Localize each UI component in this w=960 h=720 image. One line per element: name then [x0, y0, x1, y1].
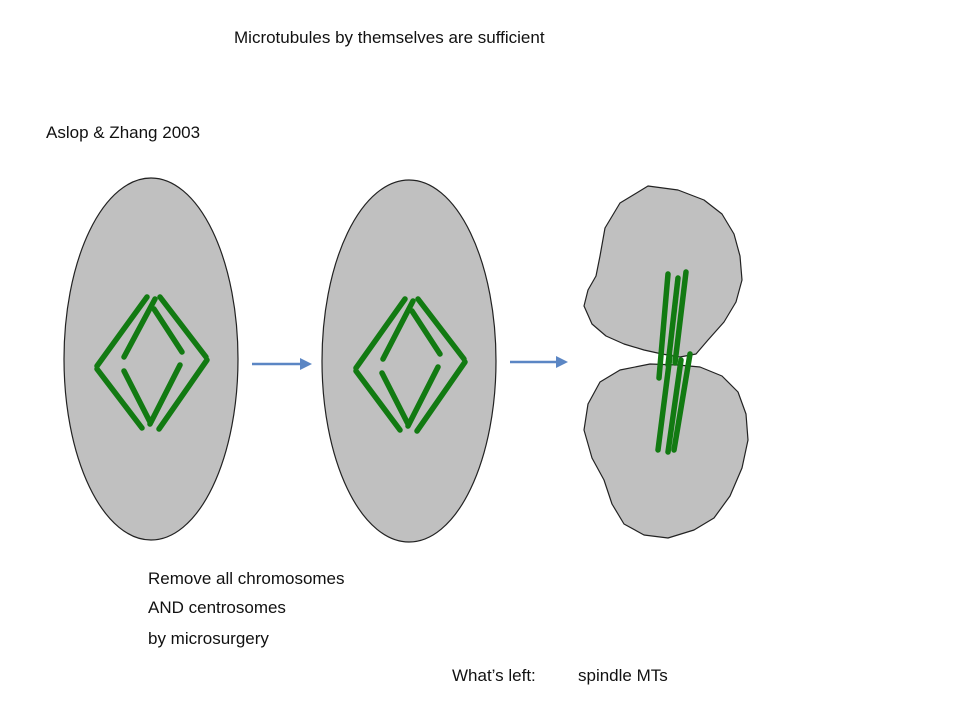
- microtubule: [121, 296, 158, 360]
- microtubule: [379, 370, 411, 427]
- citation: Aslop & Zhang 2003: [46, 123, 201, 142]
- microtubule: [151, 306, 185, 355]
- result-label: What’s left:: [452, 666, 536, 685]
- cell-divided: [583, 185, 749, 539]
- cell-intact: [63, 177, 239, 541]
- result-value: spindle MTs: [578, 666, 668, 685]
- microtubule: [665, 357, 684, 455]
- arrow-2: [510, 356, 568, 368]
- microtubule: [405, 364, 441, 429]
- caption-line-3: by microsurgery: [148, 629, 269, 648]
- microtubule: [671, 351, 693, 453]
- microtubule: [121, 368, 153, 425]
- microtubule: [94, 366, 145, 431]
- slide-title: Microtubules by themselves are sufficien…: [234, 28, 545, 47]
- spindle-1: [94, 294, 210, 432]
- microtubule: [94, 294, 150, 369]
- arrow-1: [252, 358, 312, 370]
- microtubule: [665, 275, 681, 368]
- microtubule: [655, 353, 673, 453]
- microtubule: [353, 296, 408, 371]
- spindle-2: [353, 296, 468, 434]
- microtubule: [147, 362, 183, 427]
- microtubule: [415, 296, 467, 362]
- microtubule: [672, 269, 689, 366]
- microtubule: [156, 357, 210, 432]
- caption-line-1: Remove all chromosomes: [148, 569, 345, 588]
- microtubule: [414, 359, 468, 434]
- microtubule: [353, 368, 403, 433]
- microtubule: [157, 294, 209, 360]
- microtubule: [409, 308, 443, 357]
- caption-line-2: AND centrosomes: [148, 598, 286, 617]
- spindle-mts-remaining: [655, 269, 693, 455]
- cell-1-body: [63, 177, 239, 541]
- cell-2-body: [321, 179, 497, 543]
- microtubule: [380, 298, 416, 362]
- cell-after-surgery: [321, 179, 497, 543]
- microtubule: [656, 271, 671, 381]
